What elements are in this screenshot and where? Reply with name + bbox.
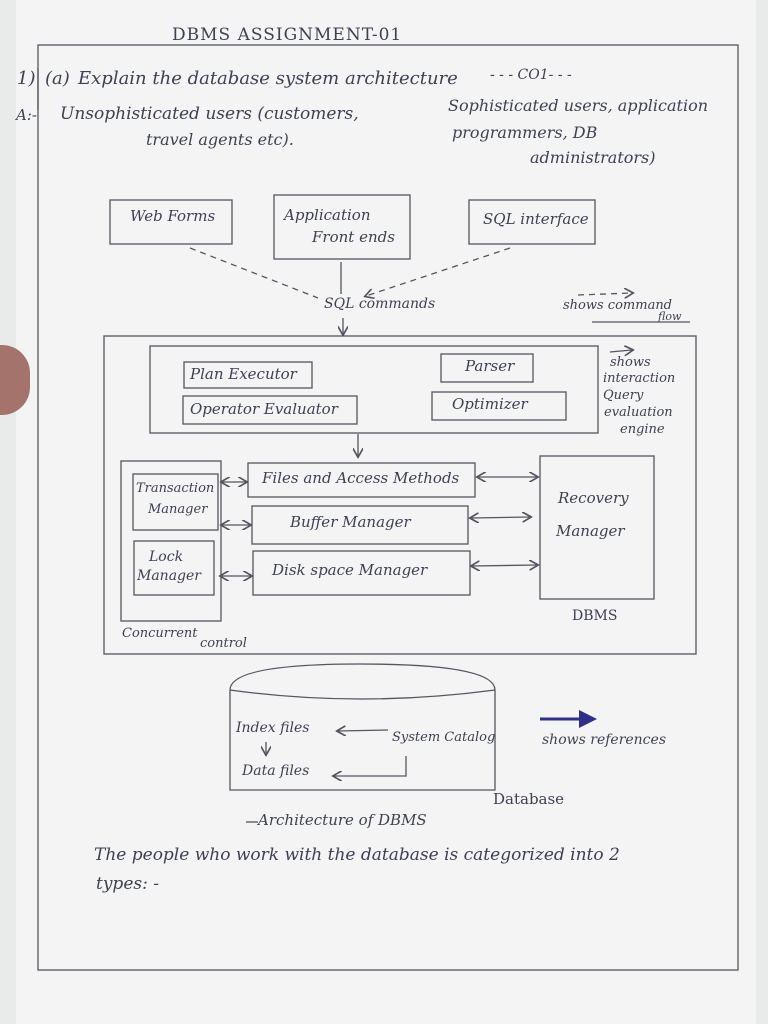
- catalog-to-index-arrow: [338, 730, 389, 731]
- database-cylinder-rim: [229, 689, 496, 700]
- sophisticated-users-line3: administrators): [530, 148, 656, 167]
- legend-interaction-2: interaction: [603, 371, 676, 386]
- concurrent-control-label-2: control: [200, 636, 247, 651]
- plan-executor-label: Plan Executor: [190, 365, 297, 383]
- system-catalog-label: System Catalog: [392, 730, 496, 745]
- recovery-manager-label-2: Manager: [556, 522, 625, 540]
- app-frontends-label-1: Application: [284, 206, 371, 224]
- transaction-manager-label-2: Manager: [148, 502, 208, 517]
- flow-webforms-sql: [189, 247, 319, 299]
- web-forms-box: [109, 199, 233, 245]
- lock-manager-label-2: Manager: [137, 568, 201, 584]
- legend-interaction-3: Query: [603, 388, 644, 403]
- app-frontends-box: [273, 194, 411, 260]
- disk-space-label: Disk space Manager: [272, 561, 428, 579]
- conclusion-line1: The people who work with the database is…: [94, 845, 620, 865]
- sophisticated-users-line2: programmers, DB: [452, 123, 598, 142]
- index-files-label: Index files: [236, 720, 310, 736]
- question-text: Explain the database system architecture: [78, 68, 458, 89]
- optimizer-label: Optimizer: [452, 395, 528, 413]
- conclusion-line2: types: -: [96, 874, 159, 894]
- recovery-manager-label-1: Recovery: [558, 489, 629, 507]
- query-engine-box: [149, 345, 599, 434]
- legend-dashed-arrow: [577, 293, 632, 295]
- diagram-caption: Architecture of DBMS: [258, 811, 427, 829]
- unsophisticated-users-line1: Unsophisticated users (customers,: [60, 104, 359, 124]
- dbms-label: DBMS: [572, 608, 618, 624]
- sql-interface-box: [468, 199, 596, 245]
- dbms-outer-box: [103, 335, 697, 655]
- optimizer-box: [431, 391, 567, 421]
- unsophisticated-users-line2: travel agents etc).: [146, 130, 294, 149]
- plan-executor-box: [183, 361, 313, 389]
- course-outcome-tag: - - - CO1- - -: [490, 67, 572, 83]
- files-access-label: Files and Access Methods: [262, 469, 460, 487]
- web-forms-label: Web Forms: [130, 207, 216, 225]
- legend-references-label: shows references: [542, 732, 666, 748]
- legend-command-flow-2: flow: [658, 310, 682, 323]
- legend-command-flow-1: shows command: [563, 298, 673, 313]
- lock-manager-label-1: Lock: [149, 549, 184, 565]
- parser-box: [440, 353, 534, 383]
- legend-interaction-1: shows: [610, 355, 651, 370]
- arrow-buffer-recovery: [471, 517, 530, 518]
- sql-commands-label: SQL commands: [324, 296, 436, 312]
- sql-interface-label: SQL interface: [483, 210, 589, 228]
- page-border: [37, 44, 739, 971]
- database-label: Database: [493, 790, 565, 808]
- data-files-label: Data files: [242, 763, 310, 779]
- arrow-disk-recovery: [472, 565, 537, 566]
- legend-interaction-4: evaluation: [604, 405, 673, 420]
- operator-evaluator-label: Operator Evaluator: [190, 400, 338, 418]
- app-frontends-label-2: Front ends: [312, 228, 395, 246]
- operator-evaluator-box: [182, 395, 358, 425]
- concurrent-control-label-1: Concurrent: [122, 626, 198, 641]
- answer-marker: A:-: [16, 106, 37, 124]
- buffer-manager-label: Buffer Manager: [290, 513, 411, 531]
- sophisticated-users-line1: Sophisticated users, application: [448, 96, 708, 115]
- concurrency-control-box: [120, 460, 222, 622]
- assignment-title: DBMS ASSIGNMENT-01: [172, 25, 403, 45]
- legend-interaction-5: engine: [620, 422, 665, 437]
- question-part: (a): [45, 68, 70, 89]
- legend-solid-arrow: [609, 350, 632, 352]
- flow-sqlinterface-sql: [366, 247, 511, 296]
- parser-label: Parser: [465, 357, 515, 375]
- paper-sheet: [16, 0, 756, 1024]
- transaction-manager-box: [132, 473, 219, 531]
- question-number: 1): [17, 68, 36, 89]
- catalog-to-data-arrow: [334, 756, 407, 776]
- transaction-manager-label-1: Transaction: [136, 481, 215, 496]
- lock-manager-box: [133, 540, 215, 596]
- database-cylinder: [229, 663, 496, 791]
- recovery-manager-box: [539, 455, 655, 600]
